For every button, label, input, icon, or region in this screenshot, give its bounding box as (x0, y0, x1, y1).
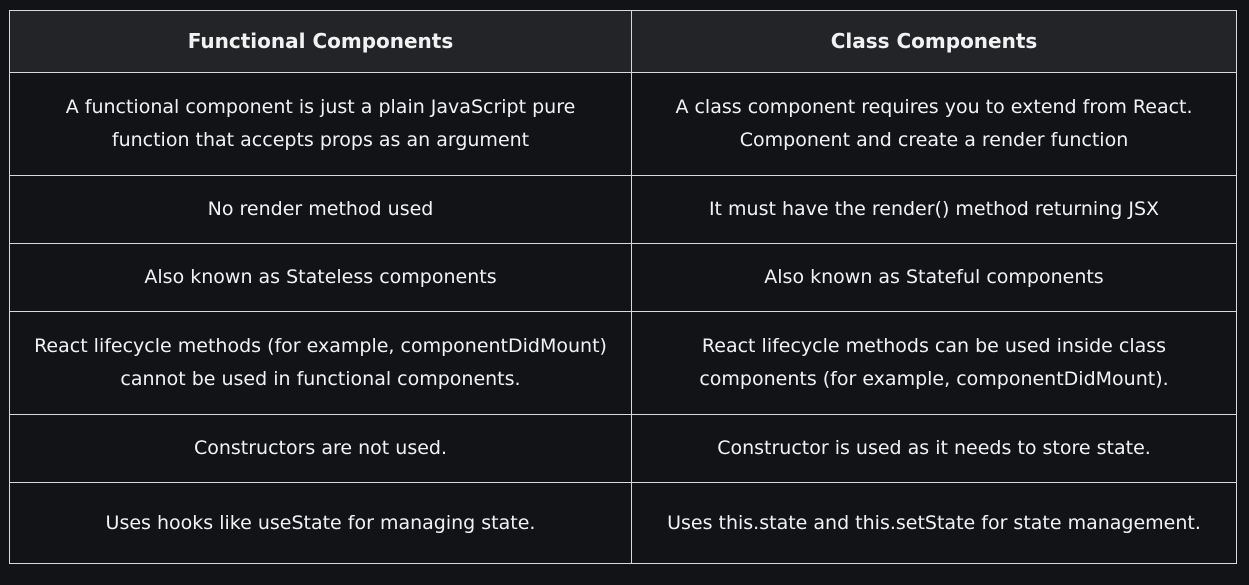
table-row: A functional component is just a plain J… (9, 72, 1237, 176)
header-functional-components: Functional Components (9, 10, 632, 73)
table-cell-class: Constructor is used as it needs to store… (631, 414, 1237, 483)
table-row: Uses hooks like useState for managing st… (9, 482, 1237, 564)
table-cell-class: Uses this.state and this.setState for st… (631, 482, 1237, 564)
comparison-table: Functional Components Class Components A… (9, 10, 1237, 564)
table-cell-functional: Uses hooks like useState for managing st… (9, 482, 632, 564)
table-cell-functional: A functional component is just a plain J… (9, 72, 632, 176)
comparison-table-container: Functional Components Class Components A… (9, 10, 1237, 564)
table-cell-class: A class component requires you to extend… (631, 72, 1237, 176)
table-row: Constructors are not used. Constructor i… (9, 414, 1237, 483)
table-cell-functional: React lifecycle methods (for example, co… (9, 311, 632, 415)
table-header-row: Functional Components Class Components (9, 10, 1237, 73)
table-cell-class: It must have the render() method returni… (631, 175, 1237, 244)
table-cell-class: Also known as Stateful components (631, 243, 1237, 312)
table-cell-functional: Also known as Stateless components (9, 243, 632, 312)
table-row: No render method used It must have the r… (9, 175, 1237, 244)
table-cell-functional: Constructors are not used. (9, 414, 632, 483)
table-cell-functional: No render method used (9, 175, 632, 244)
table-row: Also known as Stateless components Also … (9, 243, 1237, 312)
table-row: React lifecycle methods (for example, co… (9, 311, 1237, 415)
table-cell-class: React lifecycle methods can be used insi… (631, 311, 1237, 415)
header-class-components: Class Components (631, 10, 1237, 73)
